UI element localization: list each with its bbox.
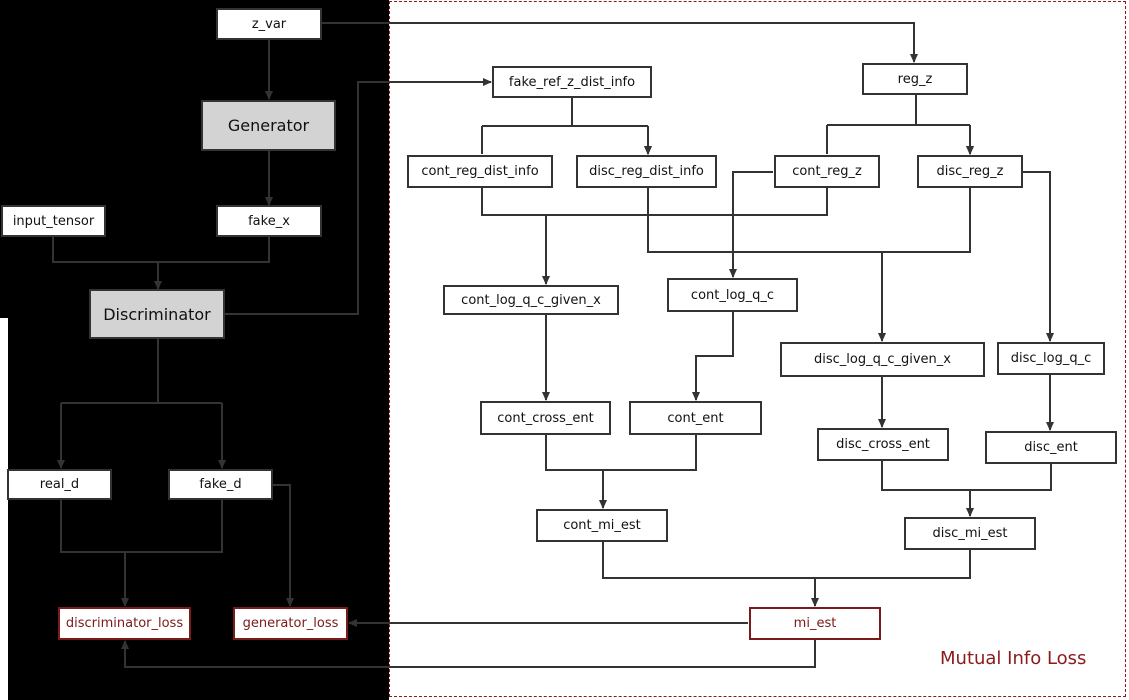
edge-faked-genloss <box>272 484 294 607</box>
edge-disc-join <box>647 188 971 341</box>
edge-cont-join <box>481 188 828 284</box>
fake-d-node: fake_d <box>168 469 273 500</box>
edge-contlogqc-ent <box>692 312 734 401</box>
generator-node: Generator <box>201 100 336 151</box>
edge-cont-mi <box>545 435 697 508</box>
disc-reg-dist-info-node: disc_reg_dist_info <box>576 155 717 188</box>
disc-cross-ent-node: disc_cross_ent <box>817 428 949 461</box>
discriminator-loss-node: discriminator_loss <box>58 607 191 640</box>
disc-log-q-c-given-x-node: disc_log_q_c_given_x <box>780 342 985 377</box>
cont-reg-dist-info-node: cont_reg_dist_info <box>407 155 553 188</box>
edge-fakeref-split <box>481 98 648 154</box>
disc-mi-est-node: disc_mi_est <box>904 517 1036 550</box>
input-tensor-node: input_tensor <box>1 205 106 237</box>
edge-regz-split <box>826 95 970 154</box>
region-label: Mutual Info Loss <box>940 648 1087 669</box>
real-d-node: real_d <box>7 469 112 500</box>
edge-disc-mi <box>881 461 1052 516</box>
reg-z-node: reg_z <box>862 63 968 95</box>
edge-inputs-discriminator <box>52 237 270 289</box>
cont-log-q-c-given-x-node: cont_log_q_c_given_x <box>443 285 619 315</box>
edge-discregz-disclogqc <box>1022 171 1054 342</box>
fake-x-node: fake_x <box>216 205 322 237</box>
edge-zvar-regz <box>322 22 918 63</box>
mi-est-node: mi_est <box>749 607 881 640</box>
cont-mi-est-node: cont_mi_est <box>536 509 668 542</box>
discriminator-node: Discriminator <box>89 289 225 339</box>
edge-mi-join <box>602 542 971 606</box>
edge-discriminator-split <box>60 339 223 468</box>
cont-ent-node: cont_ent <box>629 401 762 435</box>
dark-panel-top <box>0 0 389 318</box>
z-var-node: z_var <box>216 8 322 40</box>
disc-log-q-c-node: disc_log_q_c <box>997 342 1105 375</box>
edge-discriminator-fakeref <box>225 78 492 315</box>
cont-reg-z-node: cont_reg_z <box>774 155 880 188</box>
generator-loss-node: generator_loss <box>233 607 348 640</box>
disc-ent-node: disc_ent <box>985 431 1117 464</box>
disc-reg-z-node: disc_reg_z <box>917 155 1023 188</box>
cont-cross-ent-node: cont_cross_ent <box>480 401 611 435</box>
edge-miest-discloss <box>121 640 816 668</box>
fake-ref-z-dist-info-node: fake_ref_z_dist_info <box>492 66 652 98</box>
cont-log-q-c-node: cont_log_q_c <box>667 278 798 312</box>
edge-d-discloss <box>60 500 223 606</box>
edge-contregz-contlogqc <box>729 171 773 278</box>
